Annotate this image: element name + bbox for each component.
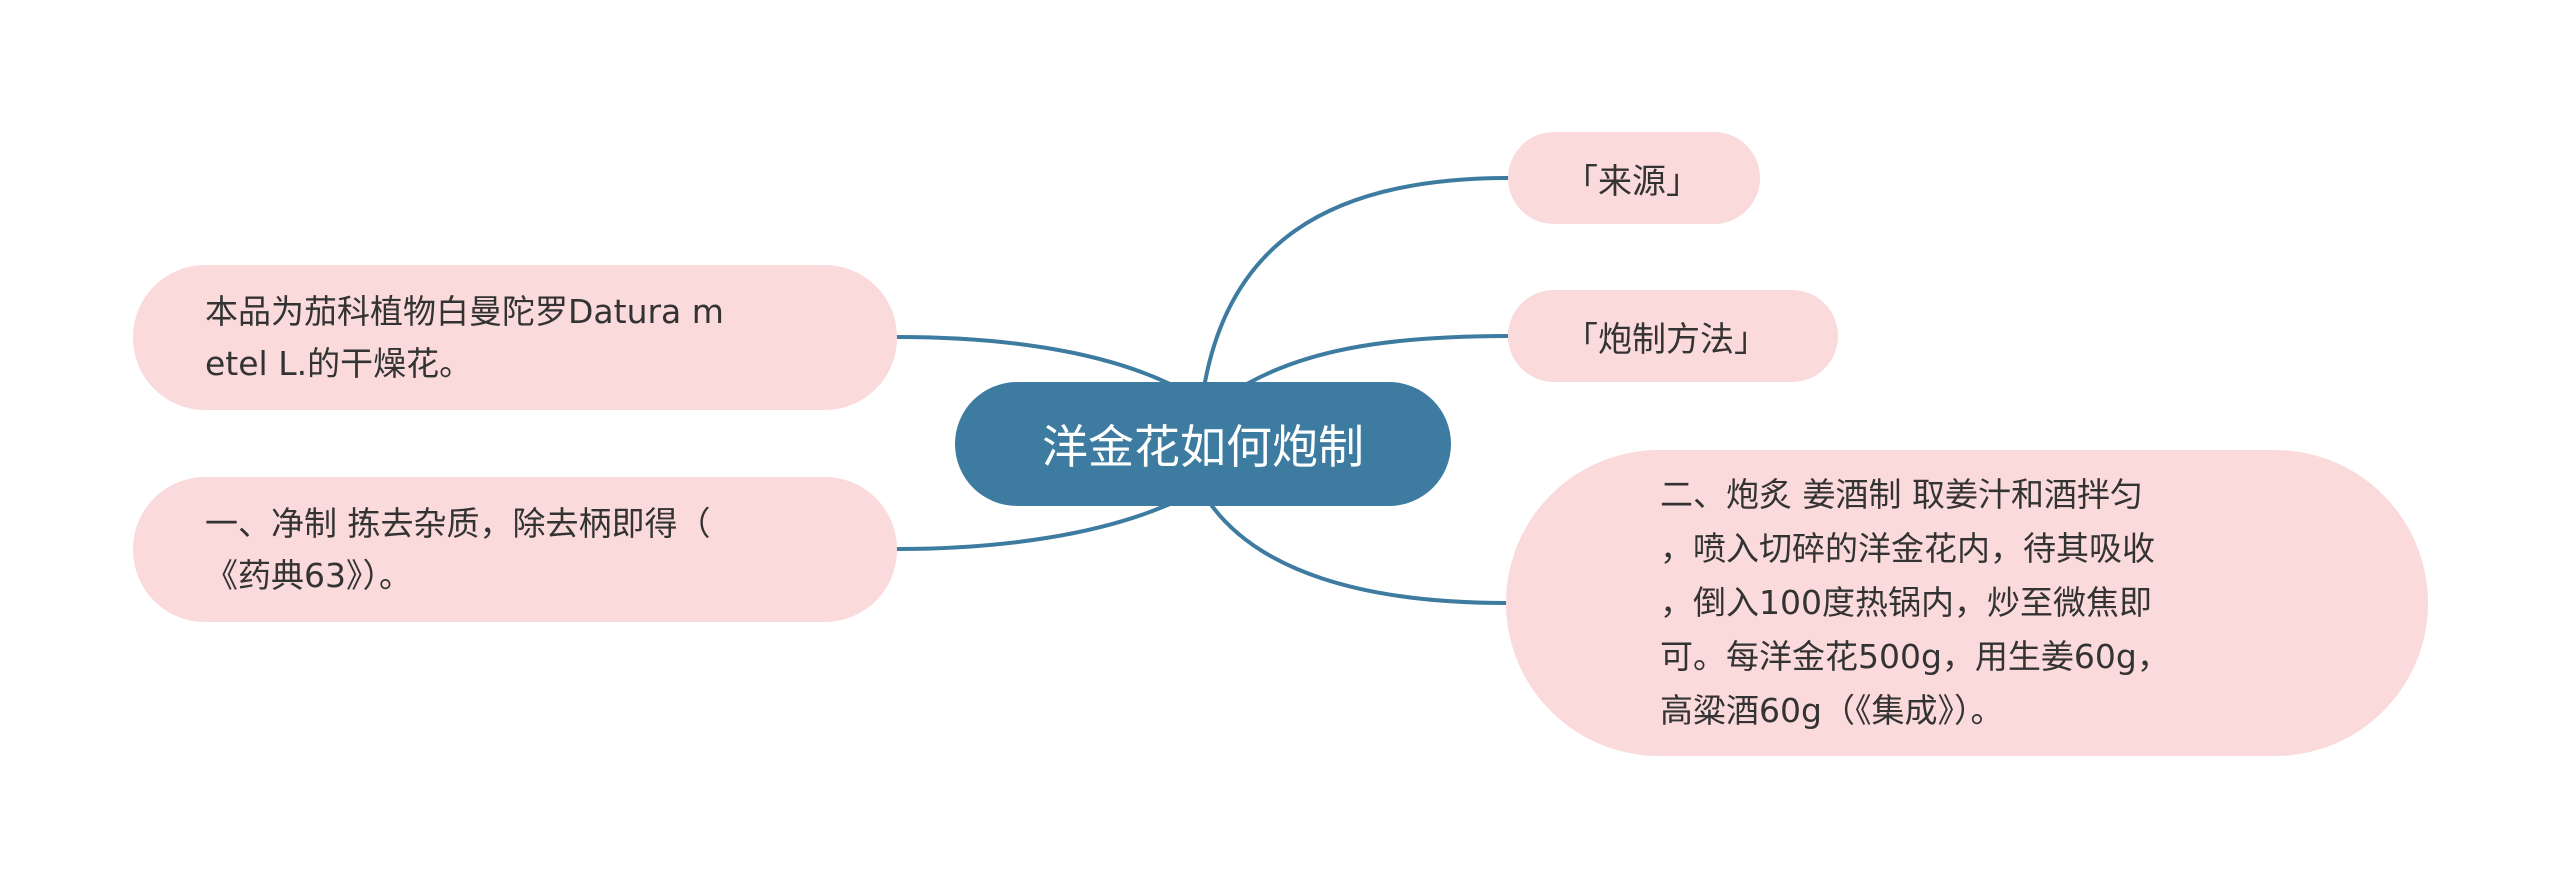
topic-label-processing-method: 「炮制方法」 <box>1564 319 1768 360</box>
topic-node-source[interactable]: 「来源」 <box>1508 132 1760 224</box>
connector-to-cleaning <box>895 501 1174 551</box>
connector-to-method <box>1238 334 1510 390</box>
topic-label-source: 「来源」 <box>1564 161 1700 202</box>
topic-node-cleaning[interactable]: 一、净制 拣去杂质，除去柄即得（ 《药典63》）。 <box>133 477 897 622</box>
connector-to-origin-detail <box>895 335 1174 387</box>
topic-node-processing-method[interactable]: 「炮制方法」 <box>1508 290 1838 382</box>
topic-text-cleaning: 一、净制 拣去杂质，除去柄即得（ 《药典63》）。 <box>205 503 711 595</box>
connector-to-processing <box>1210 504 1508 605</box>
root-topic-node[interactable]: 洋金花如何炮制 <box>955 382 1451 506</box>
topic-node-ginger-wine-processing[interactable]: 二、炮炙 姜酒制 取姜汁和酒拌匀 ，喷入切碎的洋金花内，待其吸收 ，倒入100度… <box>1506 450 2428 756</box>
connector-to-source <box>1203 176 1510 384</box>
topic-text-ginger-wine-processing: 二、炮炙 姜酒制 取姜汁和酒拌匀 ，喷入切碎的洋金花内，待其吸收 ，倒入100度… <box>1660 475 2170 730</box>
root-topic-label: 洋金花如何炮制 <box>1042 420 1364 474</box>
topic-text-origin-detail: 本品为茄科植物白曼陀罗Datura m etel L.的干燥花。 <box>205 291 724 383</box>
topic-node-origin-detail[interactable]: 本品为茄科植物白曼陀罗Datura m etel L.的干燥花。 <box>133 265 897 410</box>
